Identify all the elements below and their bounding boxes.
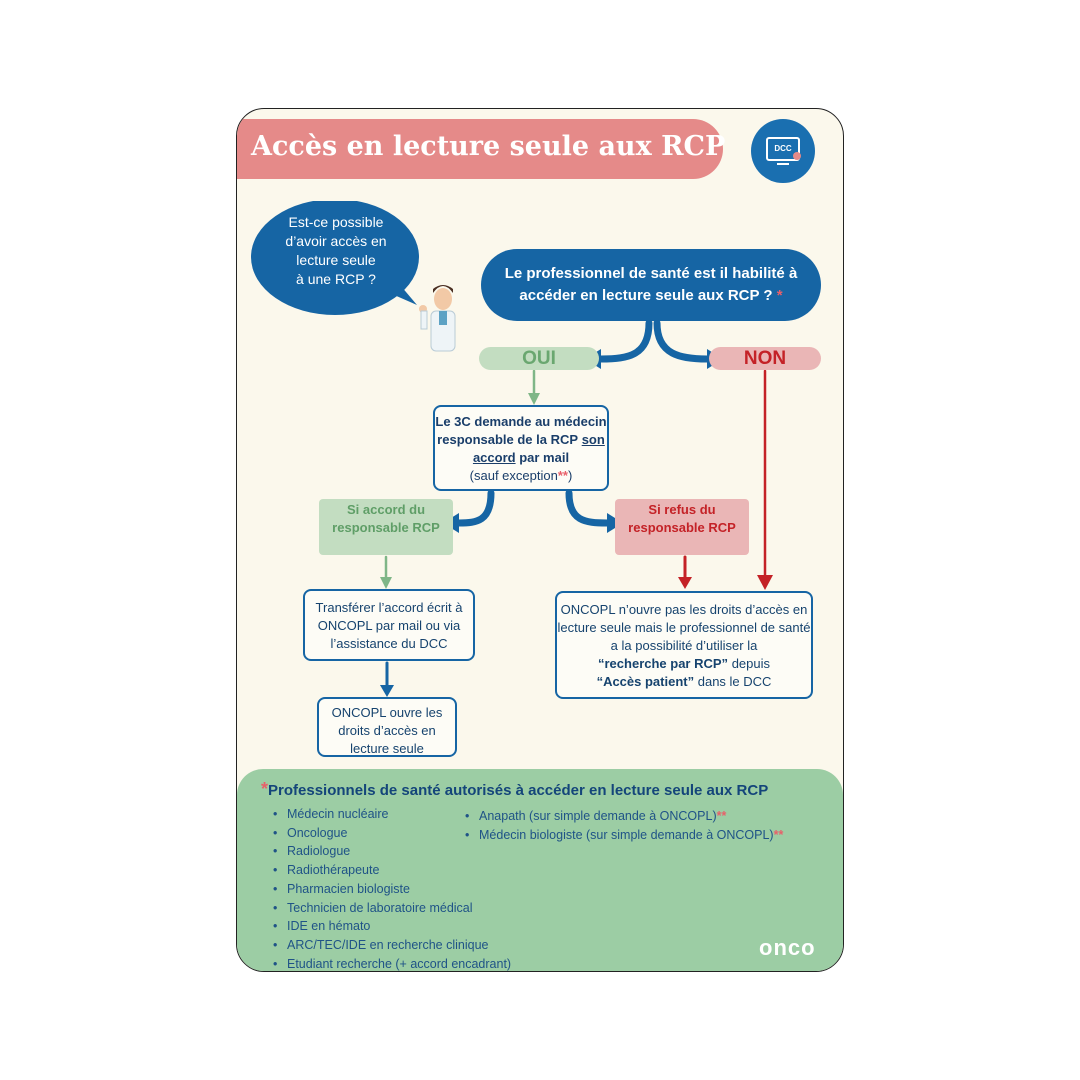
list-item-stars: ** [716,809,727,823]
page-title: Accès en lecture seule aux RCP [251,131,726,162]
step-3c-close: ) [567,468,573,483]
list-item: IDE en hémato [273,917,511,936]
list-item: Médecin biologiste (sur simple demande à… [465,826,783,845]
question-text: Le professionnel de santé est il habilit… [504,265,798,304]
dcc-logo-label: DCC [774,144,792,153]
refusal-bold-2: “Accès patient” [596,674,695,689]
bubble-line: d’avoir accès en [285,233,387,249]
list-item-text: Anapath (sur simple demande à ONCOPL) [479,809,717,823]
step-3c-text-end: par mail [519,450,570,465]
step-3c-text: Le 3C demande au médecin responsable de … [435,414,607,447]
arrow-to-refus [565,489,611,527]
onco-logo: onco [759,935,816,960]
step-3c-request: Le 3C demande au médecin responsable de … [433,405,609,491]
refusal-mid: depuis [731,656,770,671]
list-item-text: Médecin biologiste (sur simple demande à… [479,827,774,842]
authorized-list-right: Anapath (sur simple demande à ONCOPL)** … [465,807,783,844]
dcc-logo-icon: DCC [751,119,815,183]
bubble-line: à une RCP ? [296,271,376,287]
arrow-to-oui [597,319,653,363]
authorized-professionals-panel: *Professionnels de santé autorisés à acc… [237,769,843,971]
list-item: Etudiant recherche (+ accord encadrant) [273,955,511,971]
step-3c-underlined: son accord [472,432,605,465]
accord-label: Si accord du responsable RCP [319,499,453,555]
refusal-outcome: ONCOPL n’ouvre pas les droits d’accès en… [555,591,813,699]
bubble-line: lecture seule [296,252,376,268]
monitor-icon: DCC [766,137,800,161]
refusal-text: ONCOPL n’ouvre pas les droits d’accès en… [557,602,811,653]
list-item: Pharmacien biologiste [273,880,511,899]
authorized-list-left: Médecin nucléaire Oncologue Radiologue R… [273,805,511,971]
authorized-star: * [261,779,269,799]
list-item: Radiothérapeute [273,861,511,880]
title-banner: Accès en lecture seule aux RCP [237,119,726,179]
authorized-title: *Professionnels de santé autorisés à acc… [261,779,768,800]
refus-label: Si refus du responsable RCP [615,499,749,555]
doctor-icon [419,285,456,352]
list-item: Technicien de laboratoire médical [273,899,511,918]
refusal-bold-1: “recherche par RCP” [598,656,729,671]
list-item: Anapath (sur simple demande à ONCOPL)** [465,807,783,826]
list-item: Oncologue [273,824,511,843]
step-3c-stars: ** [557,468,568,483]
arrow-to-non [653,319,711,363]
arrow-to-accord [455,489,495,527]
refusal-end: dans le DCC [697,674,772,689]
list-item: Radiologue [273,842,511,861]
main-question: Le professionnel de santé est il habilit… [481,249,821,321]
oui-label: OUI [479,347,599,370]
monitor-stand-icon [777,163,789,165]
bubble-question: Est-ce possible d’avoir accès en lecture… [271,213,401,289]
authorized-title-text: Professionnels de santé autorisés à accé… [268,782,769,799]
non-label: NON [709,347,821,370]
infographic-card: Accès en lecture seule aux RCP DCC Est-c… [236,108,844,972]
list-item: Médecin nucléaire [273,805,511,824]
bubble-line: Est-ce possible [288,214,384,230]
transfer-step: Transférer l’accord écrit à ONCOPL par m… [303,589,475,661]
list-item: ARC/TEC/IDE en recherche clinique [273,936,511,955]
opens-access-step: ONCOPL ouvre les droits d’accès en lectu… [317,697,457,757]
cursor-dot-icon [793,152,801,160]
question-star: * [776,287,783,304]
step-3c-exception: (sauf exception [469,468,558,483]
list-item-stars: ** [773,827,784,842]
speech-bubble-icon [251,201,456,352]
